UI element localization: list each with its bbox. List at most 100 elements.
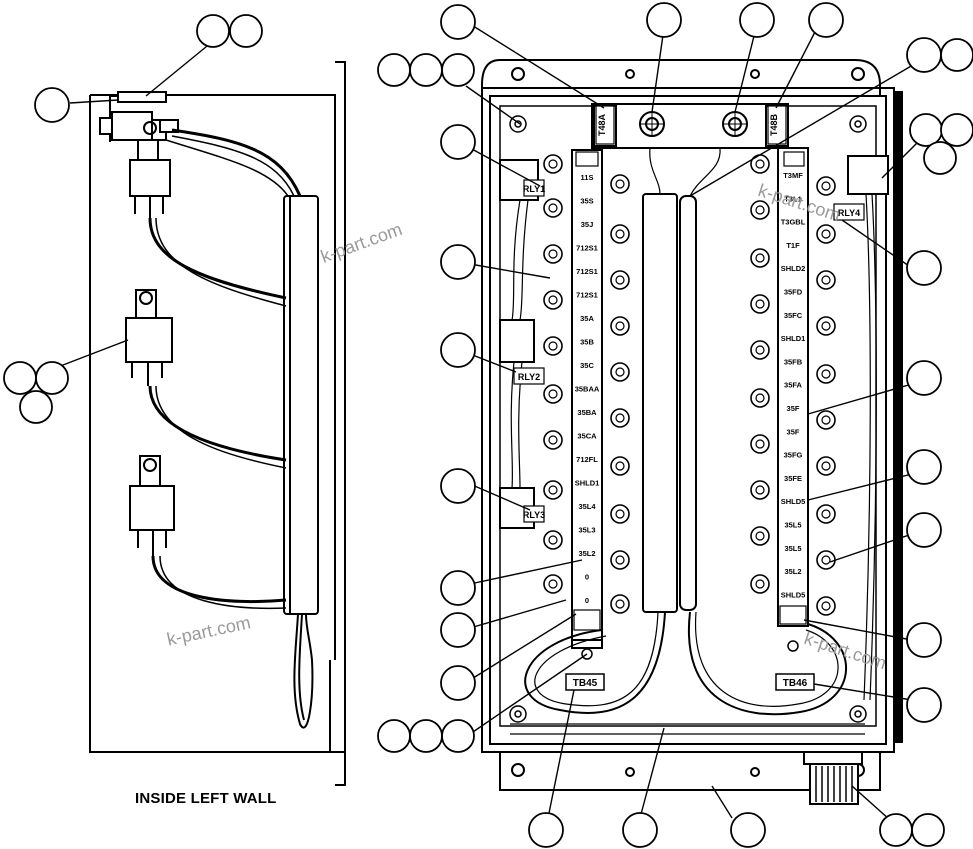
callout-balloons	[3, 2, 973, 848]
terminal-label: 35F	[787, 427, 800, 436]
terminal-label: 35BA	[577, 408, 597, 417]
terminal-label: T1F	[786, 241, 800, 250]
terminal-screw	[610, 362, 630, 382]
svg-text:RLY4: RLY4	[838, 208, 860, 218]
terminal-screw	[816, 550, 836, 570]
tag-t48b: T48B	[767, 105, 787, 145]
terminal-screw	[543, 154, 563, 174]
terminal-screw	[543, 290, 563, 310]
tag-t48a: T48A	[595, 105, 615, 145]
terminal-label: 35FD	[784, 288, 803, 297]
terminal-label: 35FC	[784, 311, 803, 320]
svg-text:TB45: TB45	[573, 678, 598, 689]
terminal-label: SHLD2	[781, 264, 806, 273]
terminal-label: 11S	[581, 173, 594, 182]
terminal-label: T3GBL	[781, 218, 806, 227]
terminal-label: SHLD5	[781, 590, 806, 599]
terminal-screw	[543, 480, 563, 500]
terminal-screw	[816, 364, 836, 384]
terminal-label: 712FL	[576, 455, 598, 464]
terminal-label: 712S1	[576, 244, 598, 253]
enclosure	[481, 59, 903, 805]
tag-tb46: TB46	[775, 673, 815, 691]
terminal-screw	[543, 336, 563, 356]
terminal-label: SHLD1	[575, 479, 600, 488]
terminal-screw	[750, 526, 770, 546]
terminal-screw	[610, 456, 630, 476]
terminal-screw	[610, 224, 630, 244]
terminal-screw	[610, 270, 630, 290]
terminal-label: 712S1	[576, 267, 598, 276]
terminal-screw	[543, 244, 563, 264]
svg-text:RLY2: RLY2	[518, 372, 540, 382]
inside-left-wall-caption: INSIDE LEFT WALL	[135, 790, 277, 807]
terminal-screw	[816, 224, 836, 244]
terminal-label: 35F	[787, 404, 800, 413]
terminal-label: 35L2	[784, 567, 801, 576]
terminal-label: 35L5	[784, 544, 801, 553]
component-tags: T48A T48B TB45 TB46 RLY1 RLY2 RLY3 RLY4	[513, 105, 865, 691]
terminal-label: 35S	[580, 197, 593, 206]
terminal-label: 35CA	[577, 432, 597, 441]
terminal-label: 35FA	[784, 381, 803, 390]
terminal-screw	[750, 248, 770, 268]
terminal-label: 35J	[581, 220, 594, 229]
terminal-label: 35C	[580, 361, 594, 370]
tag-rly4: RLY4	[833, 203, 865, 221]
terminal-screw	[750, 434, 770, 454]
svg-text:RLY3: RLY3	[523, 510, 545, 520]
terminal-label: 35FG	[784, 451, 803, 460]
terminal-label: 35L5	[784, 521, 801, 530]
terminal-screw	[816, 316, 836, 336]
terminal-label: 35B	[580, 338, 594, 347]
left-wall-panel	[89, 61, 346, 786]
terminal-label: 712S1	[576, 291, 598, 300]
terminal-screw	[816, 596, 836, 616]
terminal-screw	[543, 530, 563, 550]
terminal-screw	[816, 270, 836, 290]
terminal-screw	[750, 480, 770, 500]
terminal-screw	[543, 574, 563, 594]
tag-tb45: TB45	[565, 673, 605, 691]
terminal-screw	[750, 154, 770, 174]
svg-text:TB46: TB46	[783, 678, 808, 689]
terminal-screw	[610, 550, 630, 570]
terminal-label: 0	[585, 573, 589, 582]
terminal-label: 35L4	[578, 502, 596, 511]
terminal-screw	[610, 594, 630, 614]
terminal-label: T3L1	[784, 194, 802, 203]
callout-leaders	[49, 23, 927, 821]
terminal-label: 35L2	[578, 549, 595, 558]
terminal-screw	[543, 198, 563, 218]
terminal-screws	[543, 154, 836, 616]
terminal-screw	[610, 408, 630, 428]
terminal-screw	[816, 456, 836, 476]
terminal-screw	[750, 294, 770, 314]
terminal-label: T3MF	[783, 171, 803, 180]
terminal-label: 35A	[580, 314, 594, 323]
terminal-label: SHLD5	[781, 497, 806, 506]
terminal-screw	[750, 574, 770, 594]
terminal-screw	[816, 504, 836, 524]
terminal-screw	[816, 410, 836, 430]
svg-text:T48B: T48B	[769, 113, 779, 136]
svg-text:T48A: T48A	[597, 113, 607, 136]
terminal-label: 35FE	[784, 474, 802, 483]
terminal-label: 35L3	[578, 526, 595, 535]
terminal-label: SHLD1	[781, 334, 806, 343]
terminal-label: 35FB	[784, 357, 803, 366]
terminal-screw	[610, 174, 630, 194]
terminal-screw	[750, 200, 770, 220]
svg-text:RLY1: RLY1	[523, 184, 545, 194]
terminal-screw	[543, 430, 563, 450]
terminal-screw	[543, 384, 563, 404]
terminal-screw	[750, 388, 770, 408]
terminal-screw	[816, 176, 836, 196]
tag-rly2: RLY2	[513, 367, 545, 385]
terminal-screw	[750, 340, 770, 360]
terminal-screw	[610, 504, 630, 524]
terminal-label: 35BAA	[575, 385, 600, 394]
terminal-strip-labels: 11S 35S 35J 712S1 712S1 712S1 35A 35B 35C 35BAA 35…	[575, 171, 806, 605]
terminal-label: 0	[585, 596, 589, 605]
